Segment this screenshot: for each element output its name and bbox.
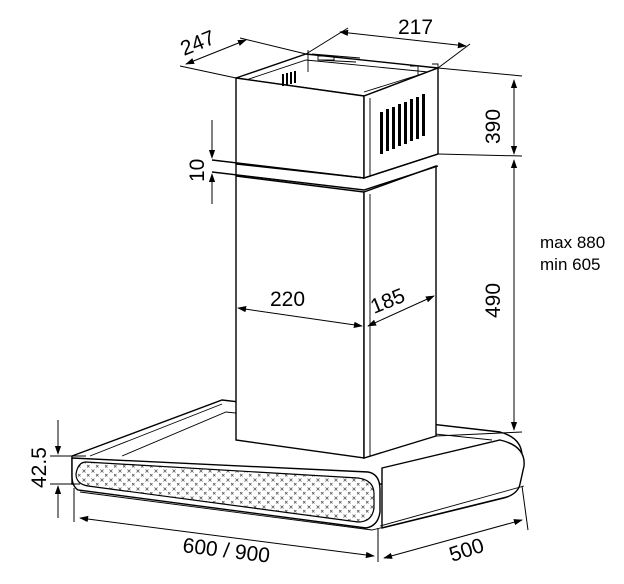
upper-chimney-front [235,77,365,179]
height-max-note: max 880 [540,233,605,252]
dim-chimney-width [305,27,471,69]
label-lower-width: 220 [270,288,305,311]
ventilation-slots [380,94,425,154]
label-lower-height: 490 [482,283,505,318]
label-chimney-width: 217 [398,16,433,39]
dim-canopy-width [73,488,379,562]
label-chimney-depth: 247 [177,26,218,60]
height-min-note: min 605 [540,255,600,274]
upper-chimney [235,50,439,179]
dim-lower-depth [367,295,435,327]
chimney-overlap-band [211,153,439,191]
dim-upper-height [437,67,523,157]
rear-slots [282,71,296,86]
canopy-top-inner-edge-2 [89,403,223,457]
label-upper-height: 390 [482,109,505,144]
dim-chimney-depth [179,37,307,79]
label-canopy-width: 600 / 900 [181,534,271,568]
dim-lower-height [435,159,523,437]
dim-canopy-height [50,420,86,518]
mounting-bracket [307,50,439,82]
upper-chimney-top-inner [245,59,429,93]
label-overlap: 10 [186,159,209,182]
dim-lower-width [237,306,363,328]
bracket-slot [317,55,335,61]
dim-canopy-depth [383,485,529,559]
label-canopy-height: 42.5 [28,447,51,488]
